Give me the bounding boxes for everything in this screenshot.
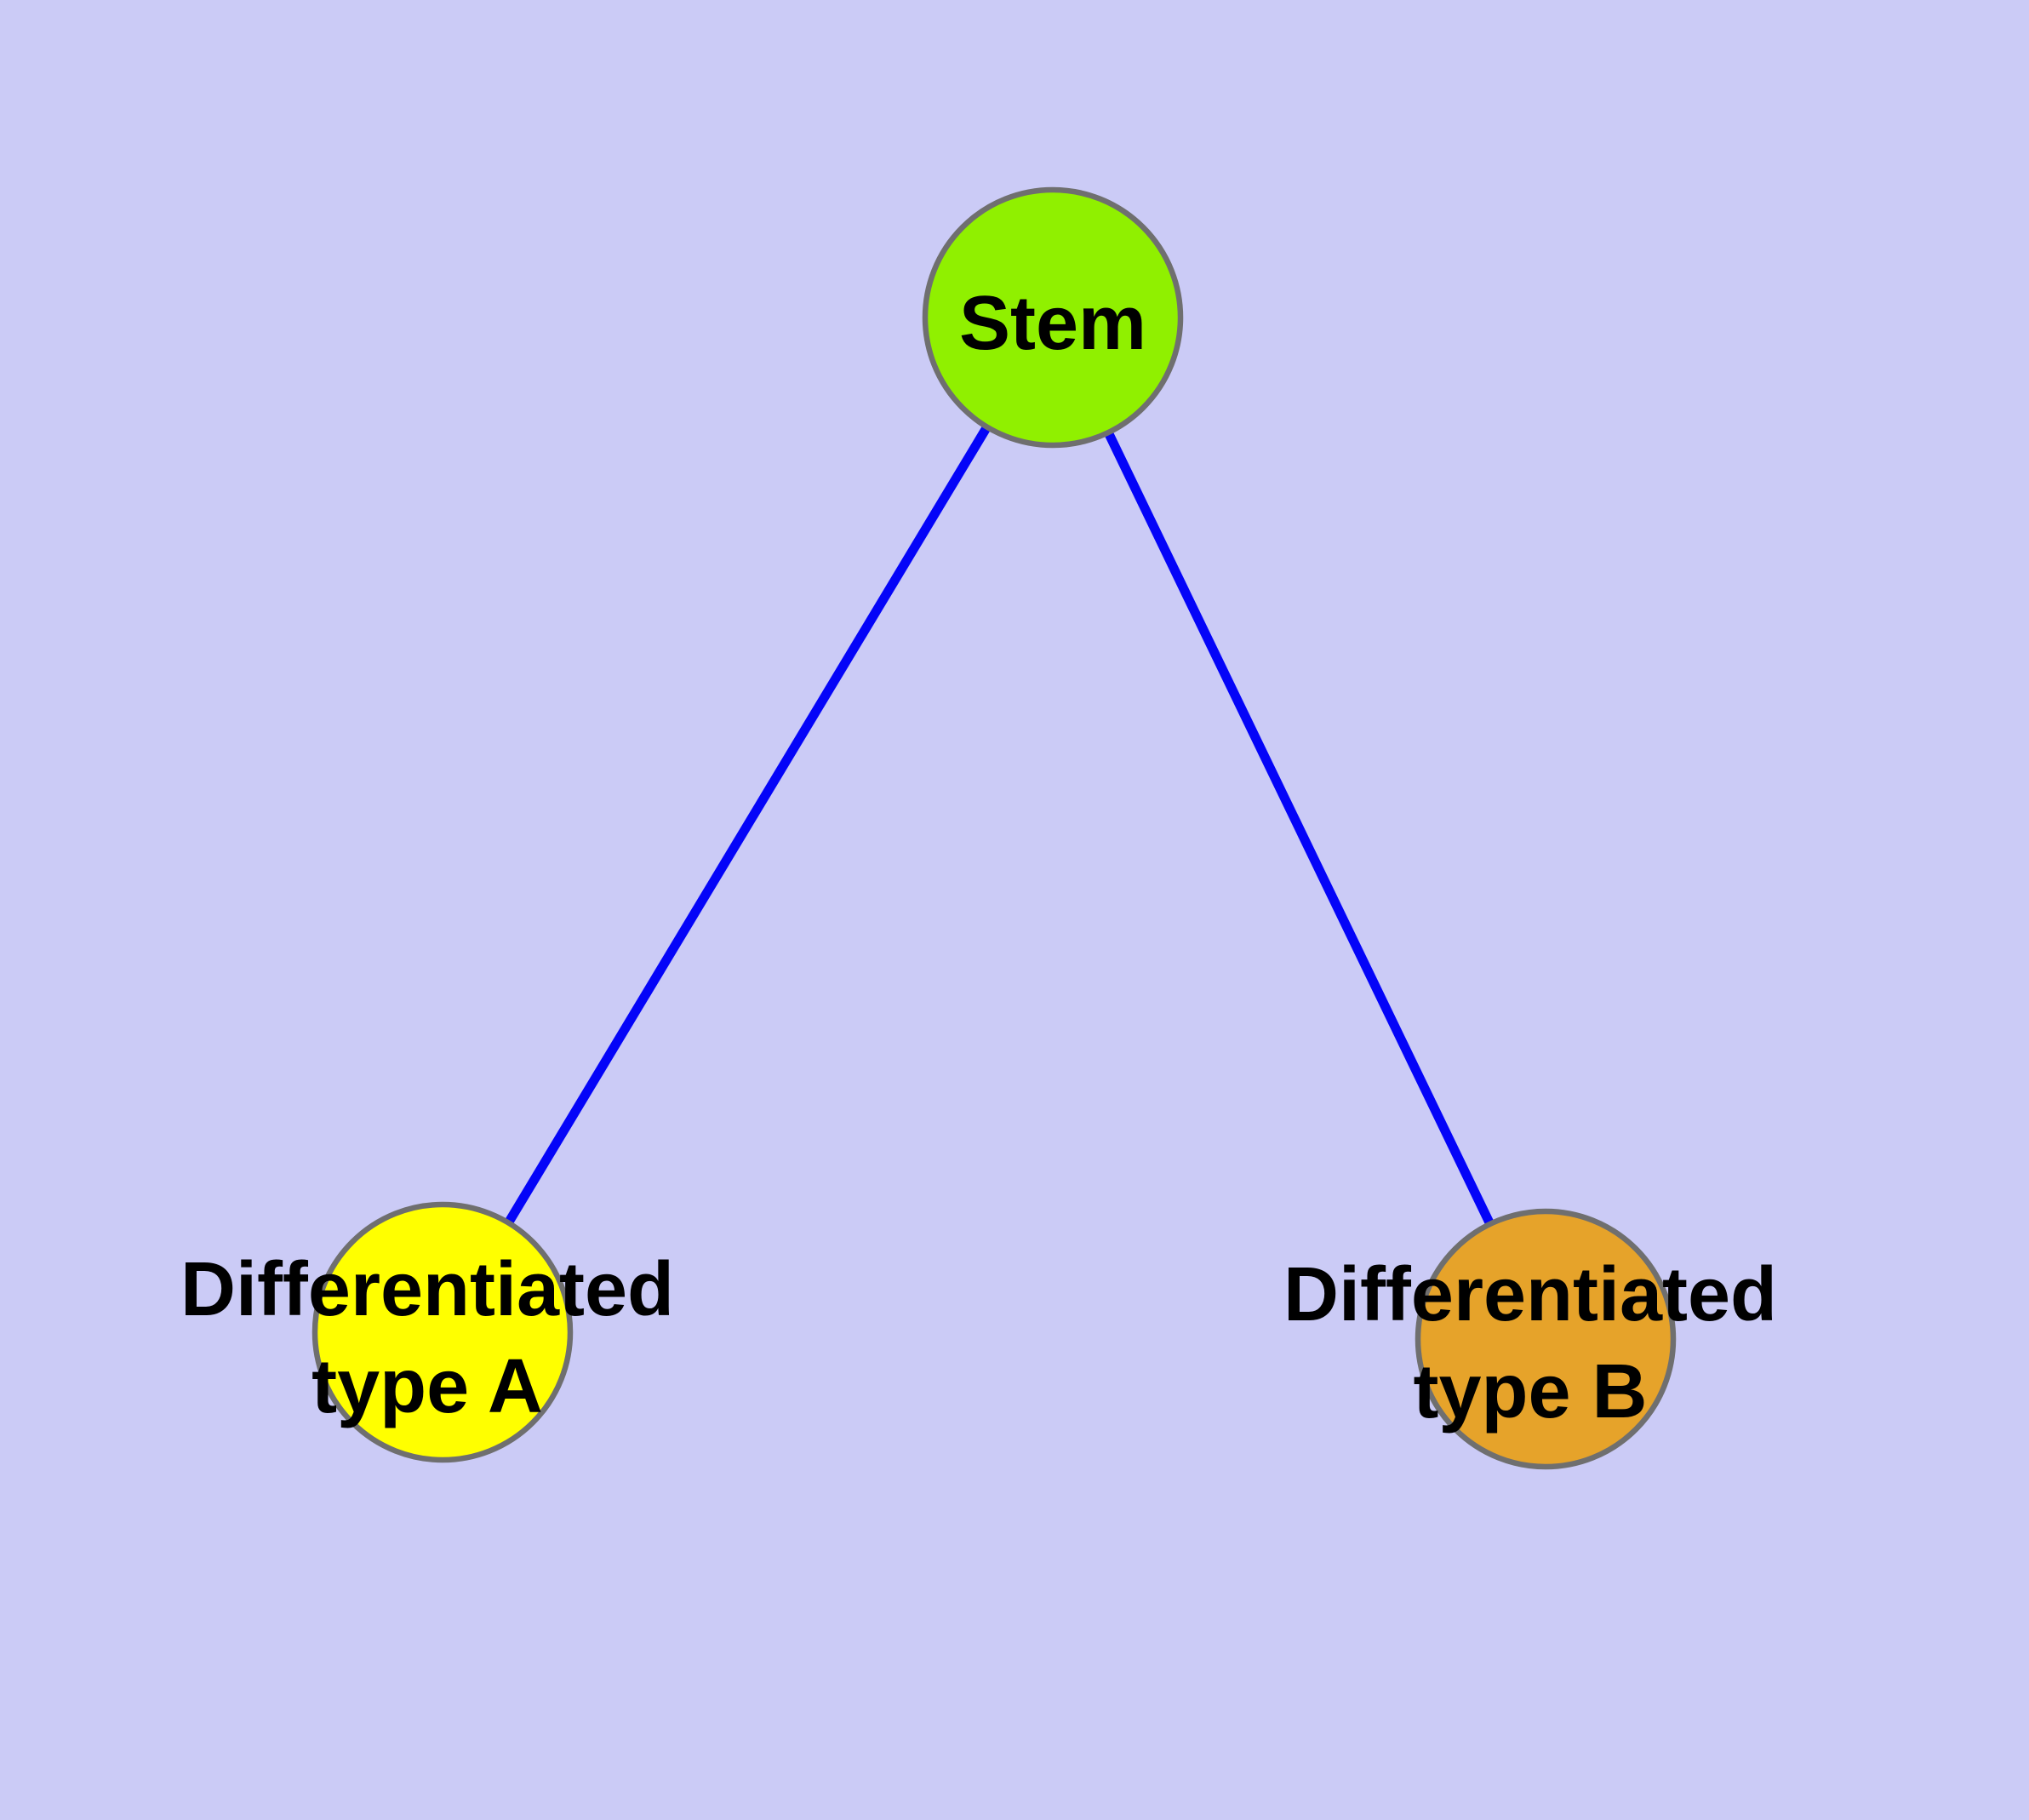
node-stem — [922, 186, 1184, 449]
node-type-a-label-line1: Differentiated — [180, 1247, 674, 1332]
node-type-b-label-line1: Differentiated — [1283, 1252, 1777, 1337]
node-type-a-label-line2: type A — [311, 1344, 543, 1429]
node-stem-label: Stem — [959, 281, 1146, 366]
node-type-b-label-line2: type B — [1413, 1349, 1647, 1434]
node-type-b — [1415, 1208, 1677, 1470]
edge-stem-to-type-b — [1049, 315, 1550, 1342]
edge-stem-to-type-a — [438, 315, 1057, 1335]
node-type-a — [311, 1201, 574, 1463]
